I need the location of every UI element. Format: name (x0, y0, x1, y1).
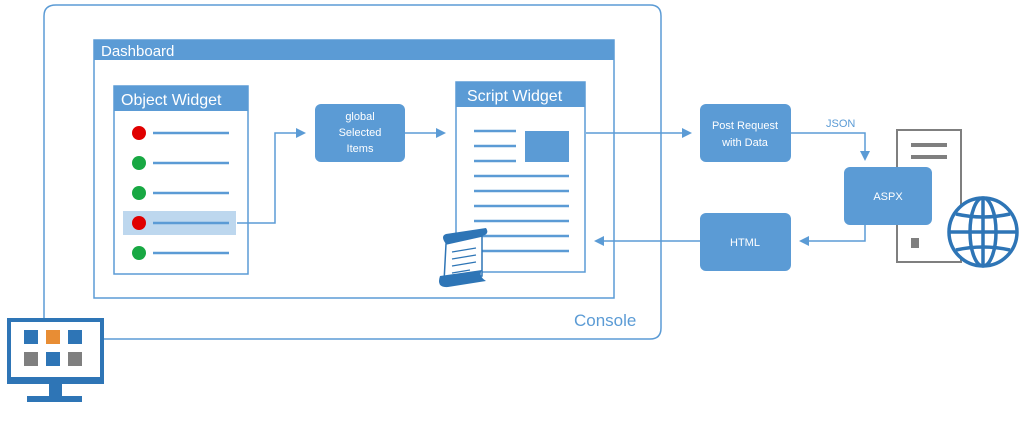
object-widget: Object Widget (113, 85, 249, 275)
object-widget-title: Object Widget (121, 92, 222, 109)
global-selected-items-box: global Selected Items (315, 104, 405, 162)
aspx-label: ASPX (873, 191, 903, 203)
post-request-line1: Post Request (712, 120, 778, 132)
aspx-box: ASPX (844, 167, 932, 225)
post-request-line2: with Data (721, 137, 769, 149)
status-dot-red (132, 126, 146, 140)
console-label: Console (574, 311, 636, 330)
console-frame: Console (43, 4, 662, 340)
html-label: HTML (730, 237, 760, 249)
arrow-post-to-aspx (791, 132, 870, 161)
status-dot-green (132, 246, 146, 260)
list-item-5[interactable] (132, 246, 229, 260)
script-widget: Script Widget (439, 81, 586, 288)
dashboard-title: Dashboard (101, 43, 174, 60)
global-selected-line1: global (345, 111, 374, 123)
monitor-app-icon (7, 318, 104, 402)
status-dot-green (132, 186, 146, 200)
json-label: JSON (826, 118, 855, 130)
status-dot-green (132, 156, 146, 170)
html-box: HTML (700, 213, 791, 271)
list-item-2[interactable] (132, 156, 229, 170)
arrow-selection-to-global (237, 128, 306, 224)
global-selected-line2: Selected (339, 127, 382, 139)
list-item-4-selected[interactable] (132, 216, 229, 230)
global-selected-line3: Items (347, 143, 374, 155)
post-request-box: Post Request with Data (700, 104, 791, 162)
globe-icon (947, 196, 1019, 268)
list-item-3[interactable] (132, 186, 229, 200)
arrow-aspx-to-html (799, 225, 866, 246)
list-item-1[interactable] (132, 126, 229, 140)
script-widget-title: Script Widget (467, 88, 563, 105)
script-widget-text-lines (474, 129, 569, 253)
script-widget-image-block (525, 131, 569, 162)
status-dot-red (132, 216, 146, 230)
script-scroll-icon (439, 228, 488, 288)
dashboard-panel: Dashboard (93, 39, 615, 299)
